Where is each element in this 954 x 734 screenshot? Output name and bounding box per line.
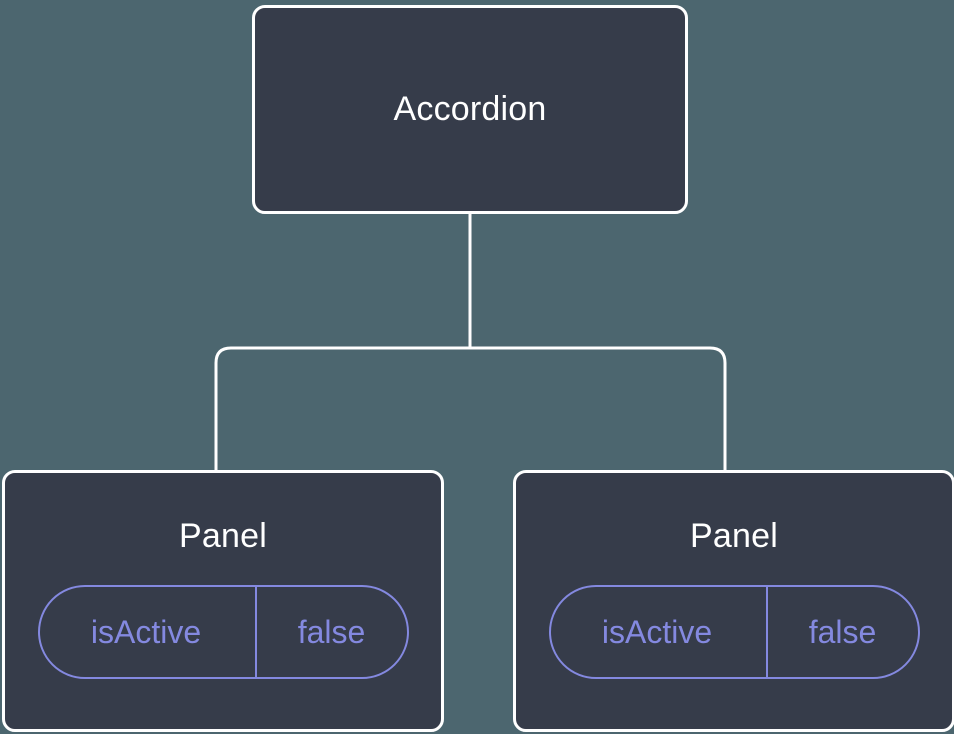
edge-to-left-panel xyxy=(214,346,470,472)
node-accordion[interactable]: Accordion xyxy=(252,5,688,214)
prop-badge-left-value: false xyxy=(297,614,366,651)
node-panel-left-label: Panel xyxy=(179,517,267,555)
node-panel-right-label: Panel xyxy=(690,517,778,555)
prop-badge-left-key: isActive xyxy=(90,614,202,651)
prop-badge-right-key: isActive xyxy=(601,614,713,651)
prop-badge-right[interactable]: isActive false xyxy=(548,585,920,680)
node-panel-right[interactable]: Panel isActive false xyxy=(513,470,954,732)
node-panel-left[interactable]: Panel isActive false xyxy=(2,470,444,732)
edge-to-right-panel xyxy=(470,346,727,472)
node-accordion-label: Accordion xyxy=(393,89,547,128)
prop-badge-left-divider xyxy=(254,587,257,678)
prop-badge-right-value: false xyxy=(808,614,877,651)
prop-badge-left[interactable]: isActive false xyxy=(37,585,409,680)
prop-badge-right-divider xyxy=(765,587,768,678)
